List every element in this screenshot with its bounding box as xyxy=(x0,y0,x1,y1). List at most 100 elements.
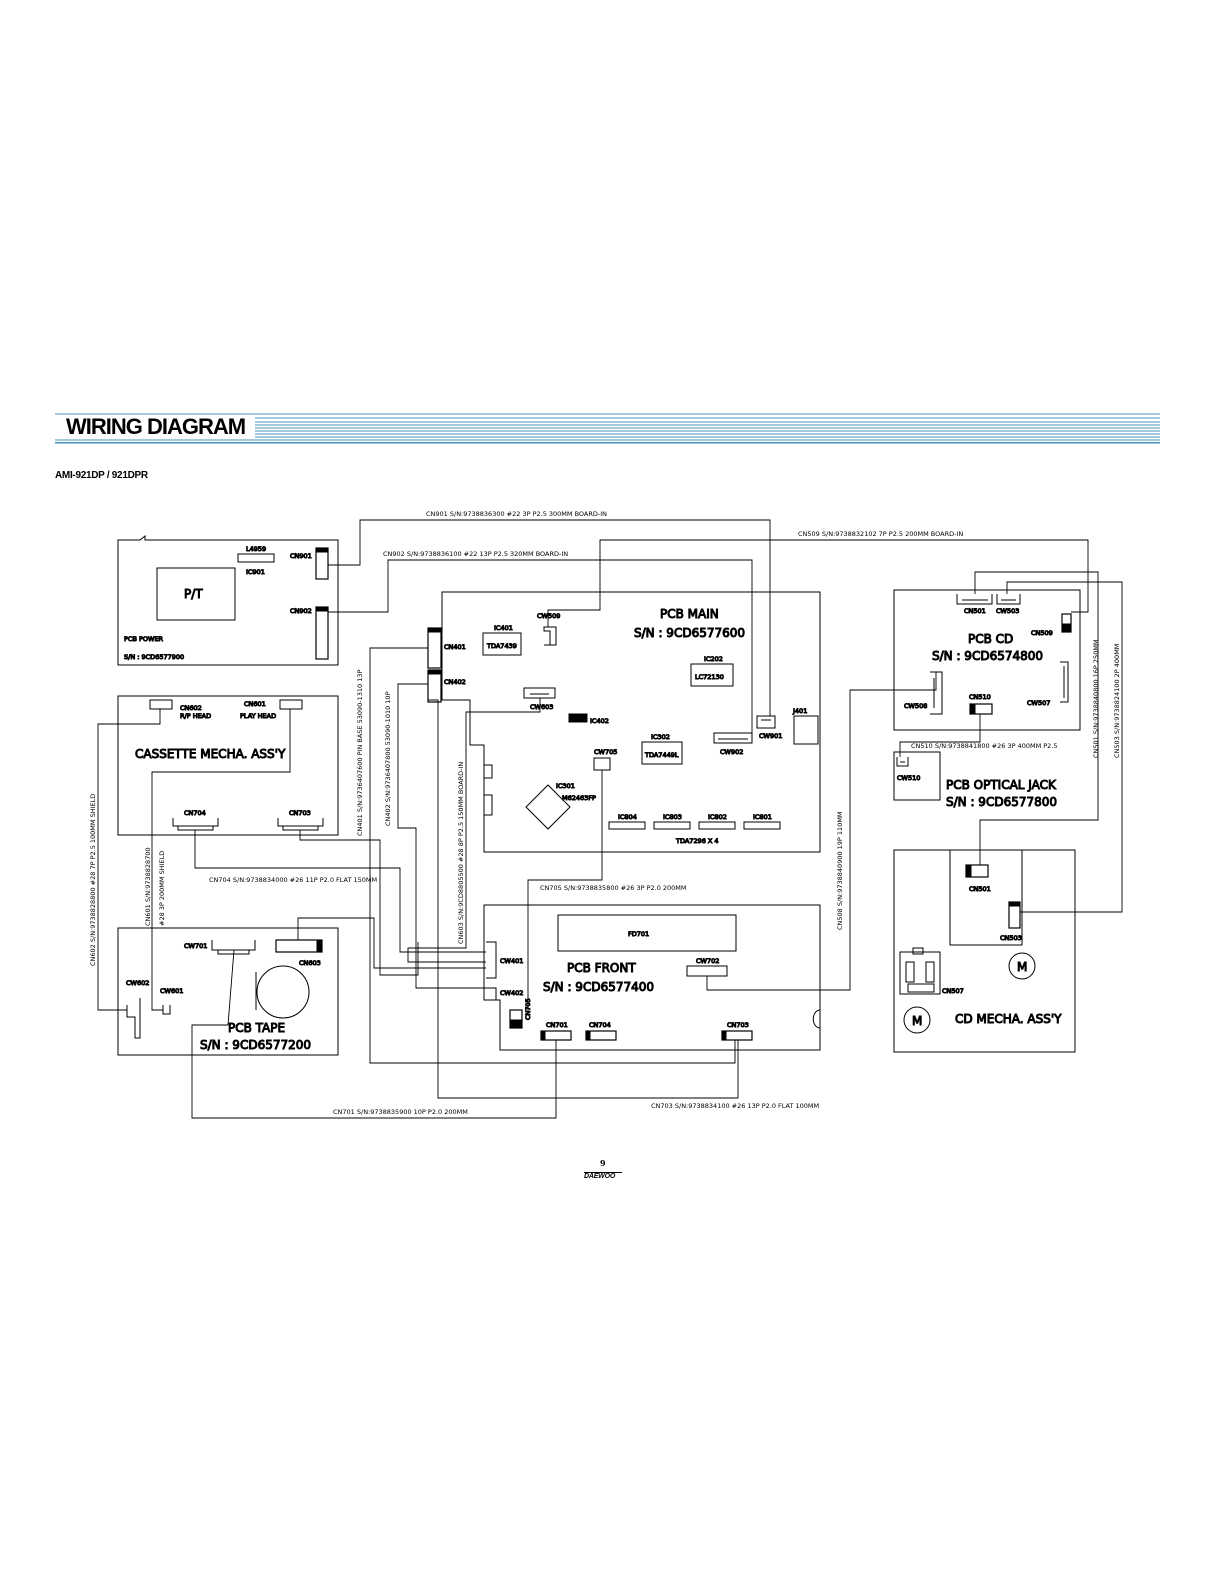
cn704-front-label: CN704 xyxy=(589,1021,611,1029)
wire-cn601-label-a: CN601 S/N:9738828700 xyxy=(144,847,152,926)
cw602-label: CW602 xyxy=(126,979,149,987)
cw601-label: CW601 xyxy=(160,987,183,995)
cn501-cd-label: CN501 xyxy=(964,607,986,615)
brand-underline xyxy=(584,1172,622,1173)
wire-cn704-label: CN704 S/N:9738834000 #26 11P P2.0 FLAT 1… xyxy=(209,876,377,884)
page-title: WIRING DIAGRAM xyxy=(66,414,246,439)
play-head-label: PLAY HEAD xyxy=(240,712,276,720)
cd-mecha-name: CD MECHA. ASS'Y xyxy=(955,1012,1062,1026)
pcb-main-name: PCB MAIN xyxy=(660,607,719,621)
pcb-power-name: PCB POWER xyxy=(124,635,164,643)
ic302-label: IC302 xyxy=(651,733,670,741)
wire-cn603-label: CN603 S/N:9CD8805500 #28 8P P2.5 150MM B… xyxy=(457,762,465,944)
wire-cn902-label: CN902 S/N:9738836100 #22 13P P2.5 320MM … xyxy=(383,550,568,558)
cw510-label: CW510 xyxy=(897,774,920,782)
header-banner xyxy=(55,413,1160,444)
cw509-label: CW509 xyxy=(537,612,560,620)
cw503-label: CW503 xyxy=(996,607,1019,615)
wire-cn402-label: CN402 S/N:9736407800 53090-1010 10P xyxy=(384,691,392,826)
pcb-optical-sn: S/N : 9CD6577800 xyxy=(946,795,1057,809)
cw702-label: CW702 xyxy=(696,957,719,965)
motor-1: M xyxy=(1017,960,1027,974)
wire-cn503-label: CN503 S/N:9738824100 2P 400MM xyxy=(1113,644,1121,758)
pcb-tape: CW701 CN603 CW602 CW601 PCB TAPE S/N : 9… xyxy=(117,927,339,1056)
pcb-tape-name: PCB TAPE xyxy=(228,1021,285,1035)
ic901-label: IC901 xyxy=(246,568,265,576)
cw902-label: CW902 xyxy=(720,748,743,756)
cn501-mecha-label: CN501 xyxy=(969,885,991,893)
m62463fp-label: M62463FP xyxy=(562,794,596,802)
ic202-label: IC202 xyxy=(704,655,723,663)
cw507-label: CW507 xyxy=(1027,699,1050,707)
wire-cn509-label: CN509 S/N:9738832102 7P P2.5 200MM BOARD… xyxy=(798,530,963,538)
cn902-label: CN902 xyxy=(290,607,312,615)
ic301-label: IC301 xyxy=(556,782,575,790)
cn507-label: CN507 xyxy=(942,987,964,995)
ic804-label: IC804 xyxy=(618,813,637,821)
ic803-label: IC803 xyxy=(663,813,682,821)
cn703-cass-label: CN703 xyxy=(289,809,311,817)
wire-cn510-label: CN510 S/N:9738841800 #26 3P 400MM P2.5 xyxy=(911,742,1058,750)
pcb-main: CN401 CN402 IC401 TDA7439 CW509 PCB MAIN… xyxy=(427,591,821,853)
cd-mecha: CN501 CN503 CN507 M M CD MECHA. ASS'Y xyxy=(893,849,1076,1053)
tda7296-label: TDA7296 X 4 xyxy=(675,837,719,845)
page-number: 9 xyxy=(600,1158,606,1168)
pcb-optical-name: PCB OPTICAL JACK xyxy=(946,778,1057,792)
cw401-label: CW401 xyxy=(500,957,523,965)
cn901-label: CN901 xyxy=(290,552,312,560)
cn601-label: CN601 xyxy=(244,700,266,708)
ic401-label: IC401 xyxy=(494,624,513,632)
wire-cn703-label: CN703 S/N:9738834100 #26 13P P2.0 FLAT 1… xyxy=(651,1102,819,1110)
pcb-power-sn: S/N : 9CD6577900 xyxy=(124,653,184,661)
cn701-front-label: CN701 xyxy=(546,1021,568,1029)
cassette-name: CASSETTE MECHA. ASS'Y xyxy=(135,747,286,761)
cn509-label: CN509 xyxy=(1031,629,1053,637)
cn603-tape-label: CN603 xyxy=(299,959,321,967)
wire-labels: CN901 S/N:9738836300 #22 3P P2.5 300MM B… xyxy=(89,510,1121,1116)
wire-cn602-label: CN602 S/N:9738828800 #28 7P P2.5 100MM S… xyxy=(89,794,97,966)
cn704-cass-label: CN704 xyxy=(184,809,206,817)
wire-cn705-label: CN705 S/N:9738835800 #26 3P P2.0 200MM xyxy=(540,884,687,892)
wires xyxy=(97,519,1123,1119)
cn402-label: CN402 xyxy=(444,678,466,686)
pcb-front-sn: S/N : 9CD6577400 xyxy=(543,980,654,994)
cn401-label: CN401 xyxy=(444,643,466,651)
cn510-cd-label: CN510 xyxy=(969,693,991,701)
pt-label: P/T xyxy=(184,587,203,601)
rp-head-label: R/P HEAD xyxy=(180,712,211,720)
fd701-label: FD701 xyxy=(628,930,649,938)
ic802-label: IC802 xyxy=(708,813,727,821)
wire-cn601-label-b: #28 3P 200MM SHIELD xyxy=(158,851,166,926)
pcb-optical-jack: CW510 PCB OPTICAL JACK S/N : 9CD6577800 xyxy=(893,751,1058,810)
cw705-label: CW705 xyxy=(594,748,617,756)
tda7439-label: TDA7439 xyxy=(486,642,517,650)
motor-2: M xyxy=(912,1014,922,1028)
wire-cn701-label: CN701 S/N:9738835900 10P P2.0 200MM xyxy=(333,1108,468,1116)
cw402-label: CW402 xyxy=(500,989,523,997)
cw508-label: CW508 xyxy=(904,702,927,710)
cw701-label: CW701 xyxy=(184,942,207,950)
pcb-power: P/T L4959 IC901 CN901 CN902 PCB POWER S/… xyxy=(117,534,339,666)
wire-cn508-label: CN508 S/N:9738840900 19P 110MM xyxy=(836,811,844,930)
lc72130-label: LC72130 xyxy=(695,673,724,681)
pcb-tape-sn: S/N : 9CD6577200 xyxy=(200,1038,311,1052)
ic402-label: IC402 xyxy=(590,717,609,725)
brand-logo: DAEWOO xyxy=(584,1173,616,1180)
wire-cn401-label: CN401 S/N:9736407600 PIN BASE 53090-1310… xyxy=(356,669,364,836)
cw901-label: CW901 xyxy=(759,732,782,740)
tda7449l-label: TDA7449L xyxy=(644,751,679,759)
cw603-label: CW603 xyxy=(530,703,553,711)
cassette-mecha: CN602 R/P HEAD CN601 PLAY HEAD CASSETTE … xyxy=(117,695,339,836)
pcb-cd: CN501 CW503 CN509 PCB CD S/N : 9CD657480… xyxy=(893,589,1081,731)
wire-cn501-label: CN501 S/N:9738840800 16P 250MM xyxy=(1092,639,1100,758)
j401-label: J401 xyxy=(792,707,807,715)
pcb-front-name: PCB FRONT xyxy=(567,961,636,975)
pcb-front: FD701 CW401 CW402 CW702 PCB FRONT S/N : … xyxy=(483,904,821,1051)
wire-cn901-label: CN901 S/N:9738836300 #22 3P P2.5 300MM B… xyxy=(426,510,607,518)
ic801-label: IC801 xyxy=(753,813,772,821)
pcb-main-sn: S/N : 9CD6577600 xyxy=(634,626,745,640)
cn503-mecha-label: CN503 xyxy=(1000,934,1022,942)
cn703-front-label: CN703 xyxy=(727,1021,749,1029)
model-number: AMI-921DP / 921DPR xyxy=(55,470,148,481)
